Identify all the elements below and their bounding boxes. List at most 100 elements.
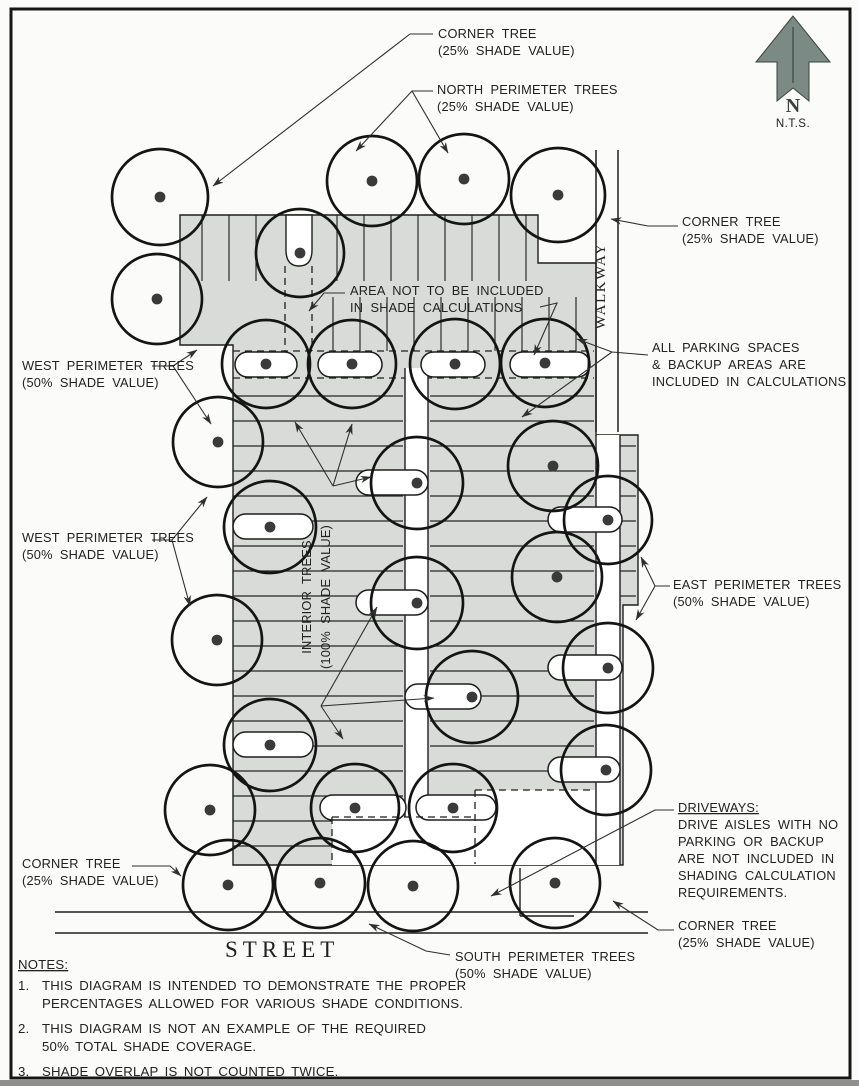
tree-canopy — [510, 530, 604, 624]
callout-corner-tree-top: CORNER TREE(25% SHADE VALUE) — [438, 26, 575, 58]
callout-line: IN SHADE CALCULATIONS — [350, 300, 522, 315]
tree-trunk-dot — [222, 879, 234, 891]
tree-trunk-dot — [211, 634, 223, 646]
leader-line — [132, 865, 182, 877]
callout-east-perimeter-trees: EAST PERIMETER TREES(50% SHADE VALUE) — [673, 577, 841, 609]
leader-line — [172, 365, 212, 425]
diagram-content: CORNER TREE (25% SHADE VALUE) NORTH PERIME… — [18, 15, 846, 1079]
callout-line: (25% SHADE VALUE) — [682, 231, 819, 246]
tree-trunk-dot — [294, 247, 306, 259]
leader-line — [212, 33, 433, 187]
callout-line: AREA NOT TO BE INCLUDED — [350, 283, 544, 298]
callout-west-perimeter-trees-2: WEST PERIMETER TREES (50% SHADE VALUE) — [22, 530, 194, 562]
tree-canopy — [163, 763, 257, 857]
callout-line: ALL PARKING SPACES — [652, 340, 800, 355]
tree-canopy — [499, 317, 591, 409]
tree-canopy — [254, 207, 346, 299]
planter-island — [547, 654, 623, 681]
tree-canopy — [306, 318, 398, 410]
tree-trunk-dot — [260, 358, 272, 370]
leader-line — [612, 900, 674, 931]
note-line: PERCENTAGES ALLOWED FOR VARIOUS SHADE CO… — [42, 996, 463, 1011]
callout-line: SHADING CALCULATION — [678, 868, 836, 883]
planter-island — [319, 794, 407, 821]
callout-line: CORNER TREE — [22, 856, 121, 871]
tree-trunk-dot — [264, 739, 276, 751]
planter-island — [547, 756, 621, 783]
north-arrow: NN.T.S. — [754, 15, 832, 130]
tree-canopy — [417, 132, 511, 226]
callout-line: WEST PERIMETER TREES — [22, 358, 194, 373]
callout-line: REQUIREMENTS. — [678, 885, 787, 900]
leader-line — [635, 585, 656, 621]
tree-canopy — [170, 593, 264, 687]
tree-trunk-dot — [212, 436, 224, 448]
tree-canopy — [309, 762, 401, 854]
callout-line: NORTH PERIMETER TREES — [437, 82, 618, 97]
tree-canopy — [366, 839, 460, 933]
tree-trunk-dot — [449, 358, 461, 370]
tree-trunk-dot — [366, 175, 378, 187]
callout-south-perimeter-trees: SOUTH PERIMETER TREES(50% SHADE VALUE) — [455, 949, 635, 981]
tree-canopy — [509, 146, 607, 244]
sheet-border — [9, 7, 852, 1080]
leader-line — [294, 421, 334, 487]
callout-line: (50% SHADE VALUE) — [22, 547, 159, 562]
callout-line: WEST PERIMETER TREES — [22, 530, 194, 545]
leader-line — [533, 302, 558, 356]
callout-line: SOUTH PERIMETER TREES — [455, 949, 635, 964]
tree-trunk-dot — [314, 877, 326, 889]
note-line: SHADE OVERLAP IS NOT COUNTED TWICE. — [42, 1064, 339, 1079]
tree-trunk-dot — [551, 571, 563, 583]
stall-lines — [201, 215, 636, 847]
callout-line: (50% SHADE VALUE) — [22, 375, 159, 390]
callout-line: EAST PERIMETER TREES — [673, 577, 841, 592]
callout-corner-tree-right: CORNER TREE (25% SHADE VALUE) — [682, 214, 819, 246]
note-line: 50% TOTAL SHADE COVERAGE. — [42, 1039, 256, 1054]
callout-line: PARKING OR BACKUP — [678, 834, 824, 849]
note-number: 2. — [18, 1021, 29, 1036]
callout-line: & BACKUP AREAS ARE — [652, 357, 806, 372]
walkway-label: WALKWAY — [593, 243, 609, 330]
note-number: 1. — [18, 978, 29, 993]
tree-trunk-dot — [458, 173, 470, 185]
leader-lines — [132, 33, 678, 956]
tree-trunk-dot — [264, 521, 276, 533]
tree-canopy — [110, 252, 204, 346]
callout-line: CORNER TREE — [438, 26, 537, 41]
leader-line — [332, 475, 372, 487]
notes-block: NOTES:1.THIS DIAGRAM IS INTENDED TO DEMO… — [18, 957, 466, 1079]
tree-trunk-dot — [349, 802, 361, 814]
leader-line — [320, 705, 344, 740]
nts-label: N.T.S. — [776, 118, 810, 130]
tree-canopy — [222, 697, 318, 793]
tree-canopy — [171, 395, 265, 489]
callout-line: INTERIOR TREES — [299, 540, 314, 653]
north-letter: N — [786, 95, 801, 117]
trees — [110, 132, 655, 933]
tree-trunk-dot — [600, 764, 612, 776]
tree-trunk-dot — [466, 691, 478, 703]
tree-trunk-dot — [346, 358, 358, 370]
callout-interior-trees: INTERIOR TREES(100% SHADE VALUE) — [299, 525, 333, 669]
leader-line — [320, 695, 435, 707]
tree-canopy — [181, 838, 275, 932]
leader-line — [521, 351, 613, 418]
tree-trunk-dot — [204, 804, 216, 816]
leader-line — [610, 217, 678, 227]
callout-corner-tree-bottom-right: CORNER TREE(25% SHADE VALUE) — [678, 918, 815, 950]
planter-island — [404, 683, 482, 710]
leader-line — [490, 809, 674, 897]
callout-line: CORNER TREE — [682, 214, 781, 229]
callout-west-perimeter-trees-1: WEST PERIMETER TREES (50% SHADE VALUE) — [22, 358, 194, 390]
tree-trunk-dot — [154, 191, 166, 203]
tree-canopy — [110, 147, 210, 247]
planter-island — [547, 506, 623, 533]
leader-line — [308, 292, 345, 312]
driveway-dashed — [331, 789, 594, 864]
leader-line — [171, 539, 191, 607]
callout-area-not-included: AREA NOT TO BE INCLUDED IN SHADE CALCULAT… — [350, 283, 544, 315]
tree-canopy — [325, 134, 419, 228]
